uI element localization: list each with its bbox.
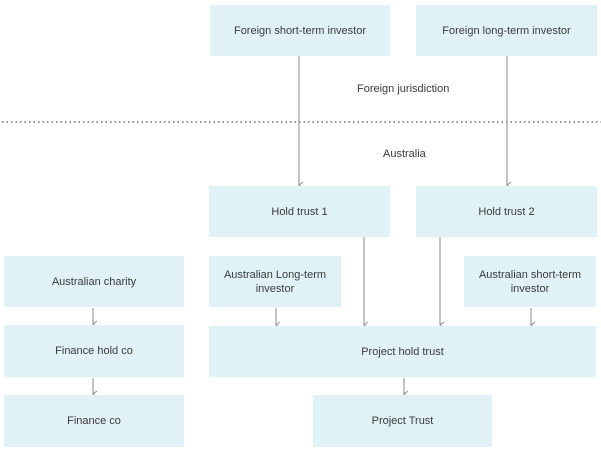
node-label: Hold trust 1 [271, 205, 328, 218]
node-foreign-long-term-investor: Foreign long-term investor [416, 5, 597, 56]
node-label: Australian charity [51, 275, 137, 288]
node-finance-hold-co: Finance hold co [4, 325, 184, 377]
foreign-jurisdiction-label: Foreign jurisdiction [357, 83, 450, 95]
node-label: Foreign short-term investor [233, 24, 367, 37]
australia-label: Australia [383, 148, 426, 160]
node-label: Project hold trust [361, 345, 444, 358]
node-australian-charity: Australian charity [4, 256, 184, 307]
node-label: Finance co [67, 415, 121, 427]
node-project-trust: Project Trust [313, 395, 492, 447]
node-label: Australian Long-term investor [223, 268, 327, 295]
node-foreign-short-term-investor: Foreign short-term investor [210, 5, 390, 56]
node-label: Hold trust 2 [478, 205, 535, 218]
node-finance-co: Finance co [4, 395, 184, 447]
node-australian-short-term-investor: Australian short-term investor [464, 256, 596, 307]
node-australian-long-term-investor: Australian Long-term investor [209, 256, 341, 307]
node-hold-trust-2: Hold trust 2 [416, 186, 597, 237]
node-label: Finance hold co [55, 345, 133, 357]
node-label: Australian short-term investor [478, 268, 582, 295]
node-label: Foreign long-term investor [442, 24, 571, 37]
node-label: Project Trust [371, 415, 434, 427]
node-hold-trust-1: Hold trust 1 [209, 186, 390, 237]
node-project-hold-trust: Project hold trust [209, 326, 596, 377]
